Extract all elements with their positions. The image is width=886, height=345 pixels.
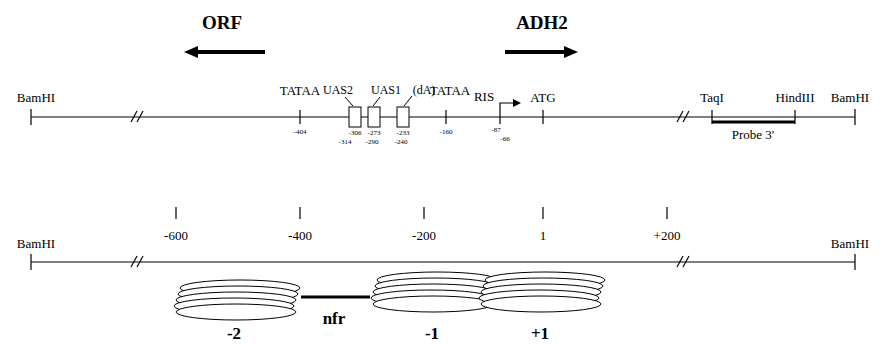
position-number: -314 [338, 139, 353, 146]
leader-line [345, 96, 412, 106]
site-label: BamHI [830, 237, 870, 250]
position-number: -233 [396, 130, 411, 137]
site-label: BamHI [16, 91, 56, 104]
position-number: -87 [490, 127, 501, 134]
uas-box [349, 107, 409, 127]
position-number: -290 [365, 139, 380, 146]
adh2-arrow [505, 46, 578, 58]
scale-label: -400 [287, 229, 313, 242]
site-label: BamHI [830, 91, 870, 104]
transcription-start [500, 99, 521, 124]
element-label: ATG [529, 91, 556, 104]
gene-name: ORF [201, 13, 243, 32]
scale-tick [176, 207, 667, 219]
element-label: TATAA [429, 84, 472, 97]
gene-name: ADH2 [515, 13, 569, 32]
scale-label: -200 [411, 229, 437, 242]
probe-label: Probe 3' [731, 128, 775, 141]
nfr-bar [301, 296, 370, 299]
region-label: nfr [322, 310, 347, 327]
probe-bar [712, 121, 795, 124]
site-label: HindIII [775, 91, 816, 104]
nucleosome-label: -1 [424, 325, 440, 342]
position-number: -404 [293, 129, 308, 136]
element-label: UAS1 [370, 84, 402, 96]
site-label: TaqI [699, 91, 725, 104]
map-line [31, 254, 855, 270]
scale-label: 1 [539, 229, 548, 242]
element-label: TATAA [279, 84, 322, 97]
nucleosome-stack [174, 280, 300, 320]
scale-label: +200 [653, 229, 682, 242]
position-number: -240 [394, 139, 409, 146]
nucleosome-label: -2 [226, 325, 242, 342]
site-label: BamHI [16, 237, 56, 250]
position-number: -66 [499, 136, 510, 143]
element-label: RIS [473, 90, 495, 103]
position-number: -160 [439, 129, 454, 136]
map-line [31, 109, 855, 125]
position-number: -306 [348, 130, 363, 137]
nucleosome-stack [371, 272, 497, 312]
element-label: UAS2 [322, 84, 354, 96]
nucleosome-stack [479, 272, 605, 312]
scale-label: -600 [163, 229, 189, 242]
nucleosome-label: +1 [530, 325, 550, 342]
position-number: -273 [367, 130, 382, 137]
orf-arrow [184, 46, 265, 58]
